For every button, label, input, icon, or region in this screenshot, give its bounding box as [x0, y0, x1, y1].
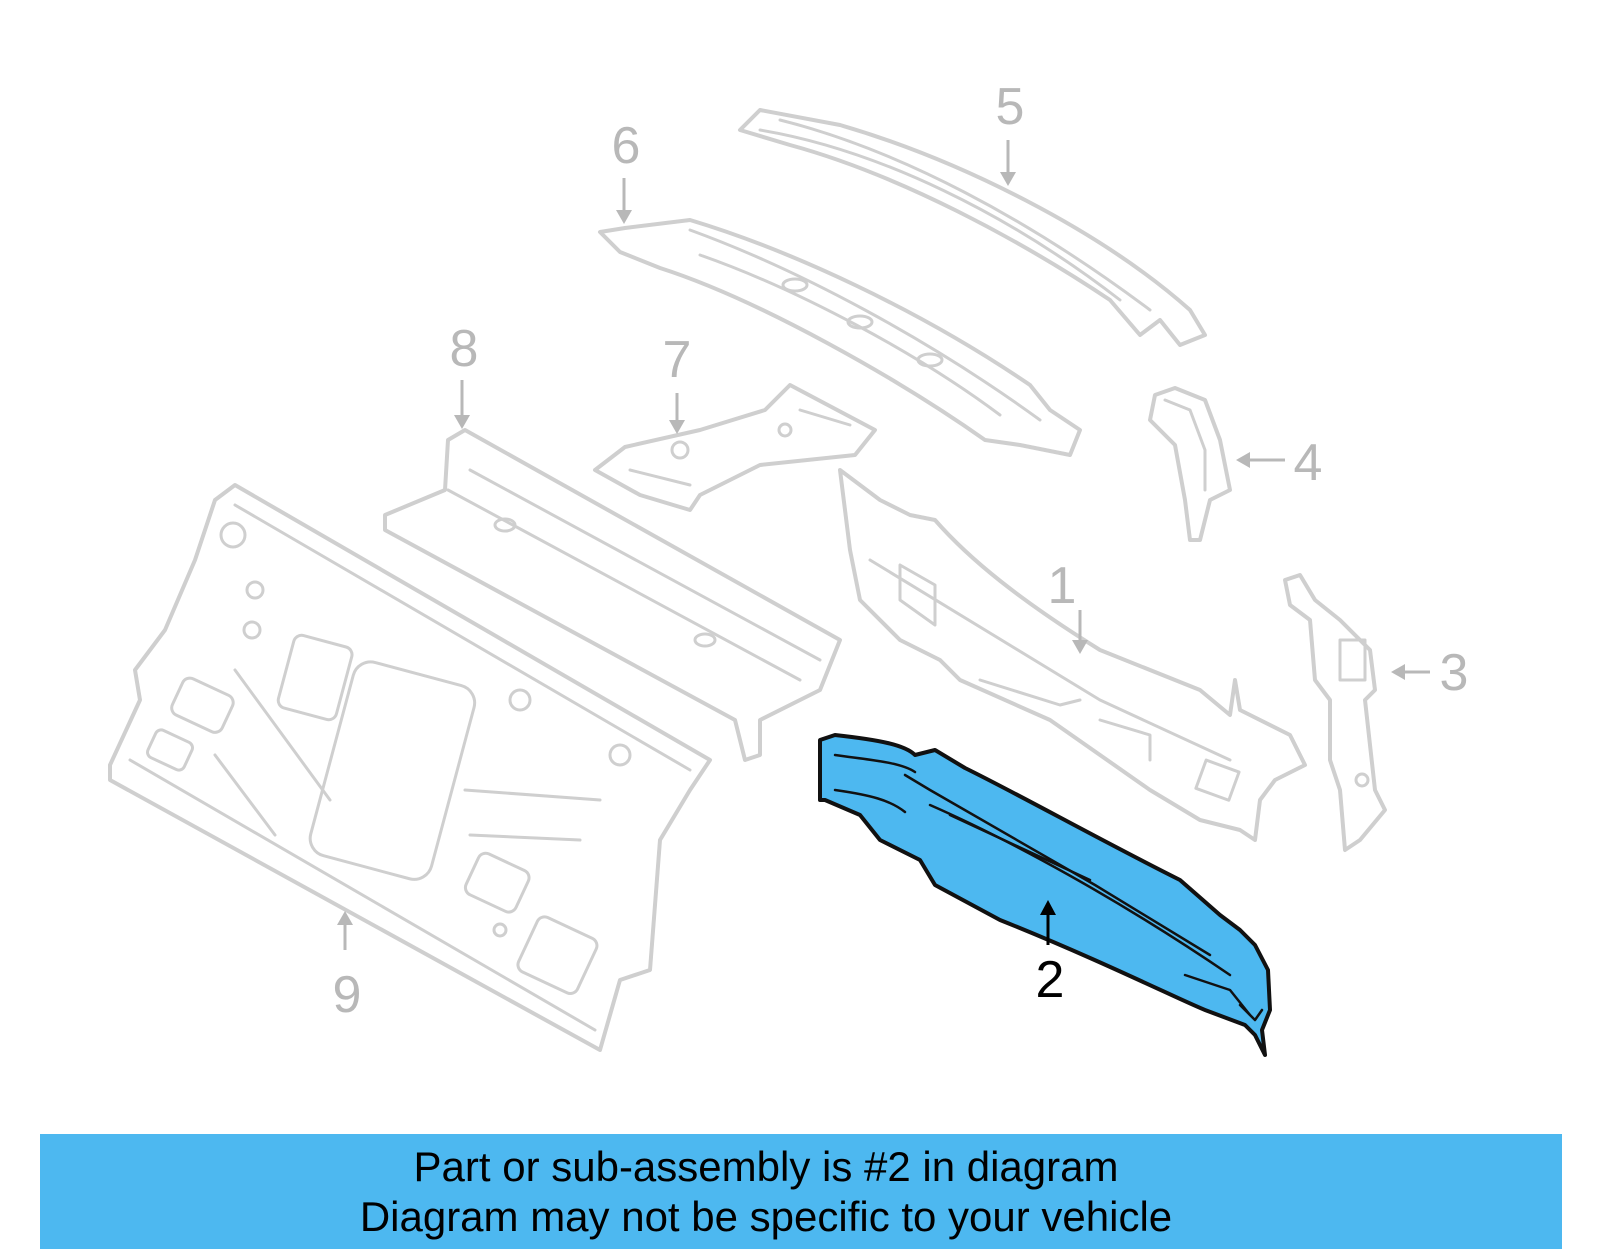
callout-5: 5 — [996, 78, 1025, 136]
info-banner: Part or sub-assembly is #2 in diagram Di… — [40, 1134, 1562, 1249]
part-1-drawing — [838, 468, 1307, 842]
callout-9: 9 — [333, 966, 362, 1024]
arrow-8-head — [454, 415, 470, 429]
arrow-1-head — [1072, 640, 1088, 654]
arrow-9-head — [337, 911, 353, 925]
arrow-2-head — [1040, 900, 1056, 915]
arrow-7-head — [669, 420, 685, 434]
callout-8: 8 — [450, 320, 479, 378]
arrow-6-head — [616, 210, 632, 224]
arrow-4-head — [1236, 452, 1250, 468]
part-8-drawing — [383, 428, 842, 762]
part-9-drawing — [108, 483, 712, 1052]
part-3-drawing — [1283, 573, 1387, 852]
callout-6: 6 — [612, 117, 641, 175]
callout-2: 2 — [1036, 951, 1065, 1009]
arrow-5-head — [1000, 172, 1016, 186]
part-2-drawing — [818, 733, 1272, 1057]
callout-7: 7 — [663, 331, 692, 389]
callout-arrows — [337, 140, 1430, 950]
part-7-drawing — [593, 383, 877, 512]
callout-labels: 1 2 3 4 5 6 7 8 9 — [333, 78, 1469, 1024]
arrow-3-head — [1391, 664, 1405, 680]
callout-1: 1 — [1048, 557, 1077, 615]
banner-line-2: Diagram may not be specific to your vehi… — [359, 1192, 1173, 1240]
part-5-drawing — [738, 108, 1207, 347]
callout-4: 4 — [1294, 434, 1323, 492]
part-6-drawing — [598, 218, 1082, 457]
callout-3: 3 — [1440, 644, 1469, 702]
part-4-drawing — [1148, 386, 1232, 542]
banner-line-1: Part or sub-assembly is #2 in diagram — [413, 1142, 1119, 1190]
